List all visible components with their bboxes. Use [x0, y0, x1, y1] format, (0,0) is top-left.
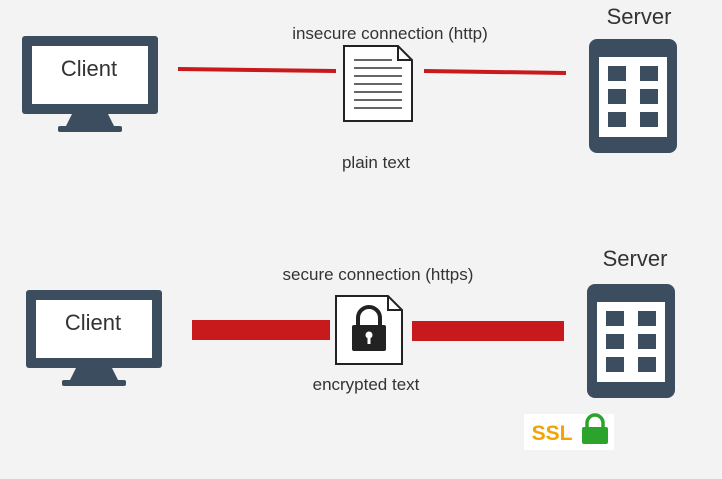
server-icon: [589, 39, 677, 153]
locked-document-icon: [335, 295, 403, 365]
insecure-connection-line-left: [177, 67, 337, 73]
client-label: Client: [61, 56, 117, 81]
client-monitor-icon: [26, 290, 162, 386]
secure-connection-bar-left: [192, 320, 330, 340]
document-icon: [343, 45, 413, 122]
secure-connection-label: secure connection (https): [283, 265, 474, 284]
ssl-badge: SSL: [524, 413, 614, 450]
encrypted-text-label: encrypted text: [313, 375, 420, 394]
ssl-label: SSL: [532, 422, 573, 445]
server-icon: [587, 284, 675, 398]
top-server-label: Server: [607, 4, 672, 29]
lock-icon: [582, 413, 608, 444]
secure-connection-bar-right: [412, 321, 564, 341]
plain-text-label: plain text: [342, 153, 410, 172]
client-label: Client: [65, 310, 121, 335]
client-monitor-icon: [22, 36, 158, 132]
secure-connection-row: Client secure connection (https) encrypt…: [26, 246, 675, 450]
insecure-connection-line-right: [423, 69, 567, 75]
bottom-server-label: Server: [603, 246, 668, 271]
insecure-connection-label: insecure connection (http): [292, 24, 488, 43]
insecure-connection-row: Client insecure connection (http) plain …: [22, 4, 677, 172]
